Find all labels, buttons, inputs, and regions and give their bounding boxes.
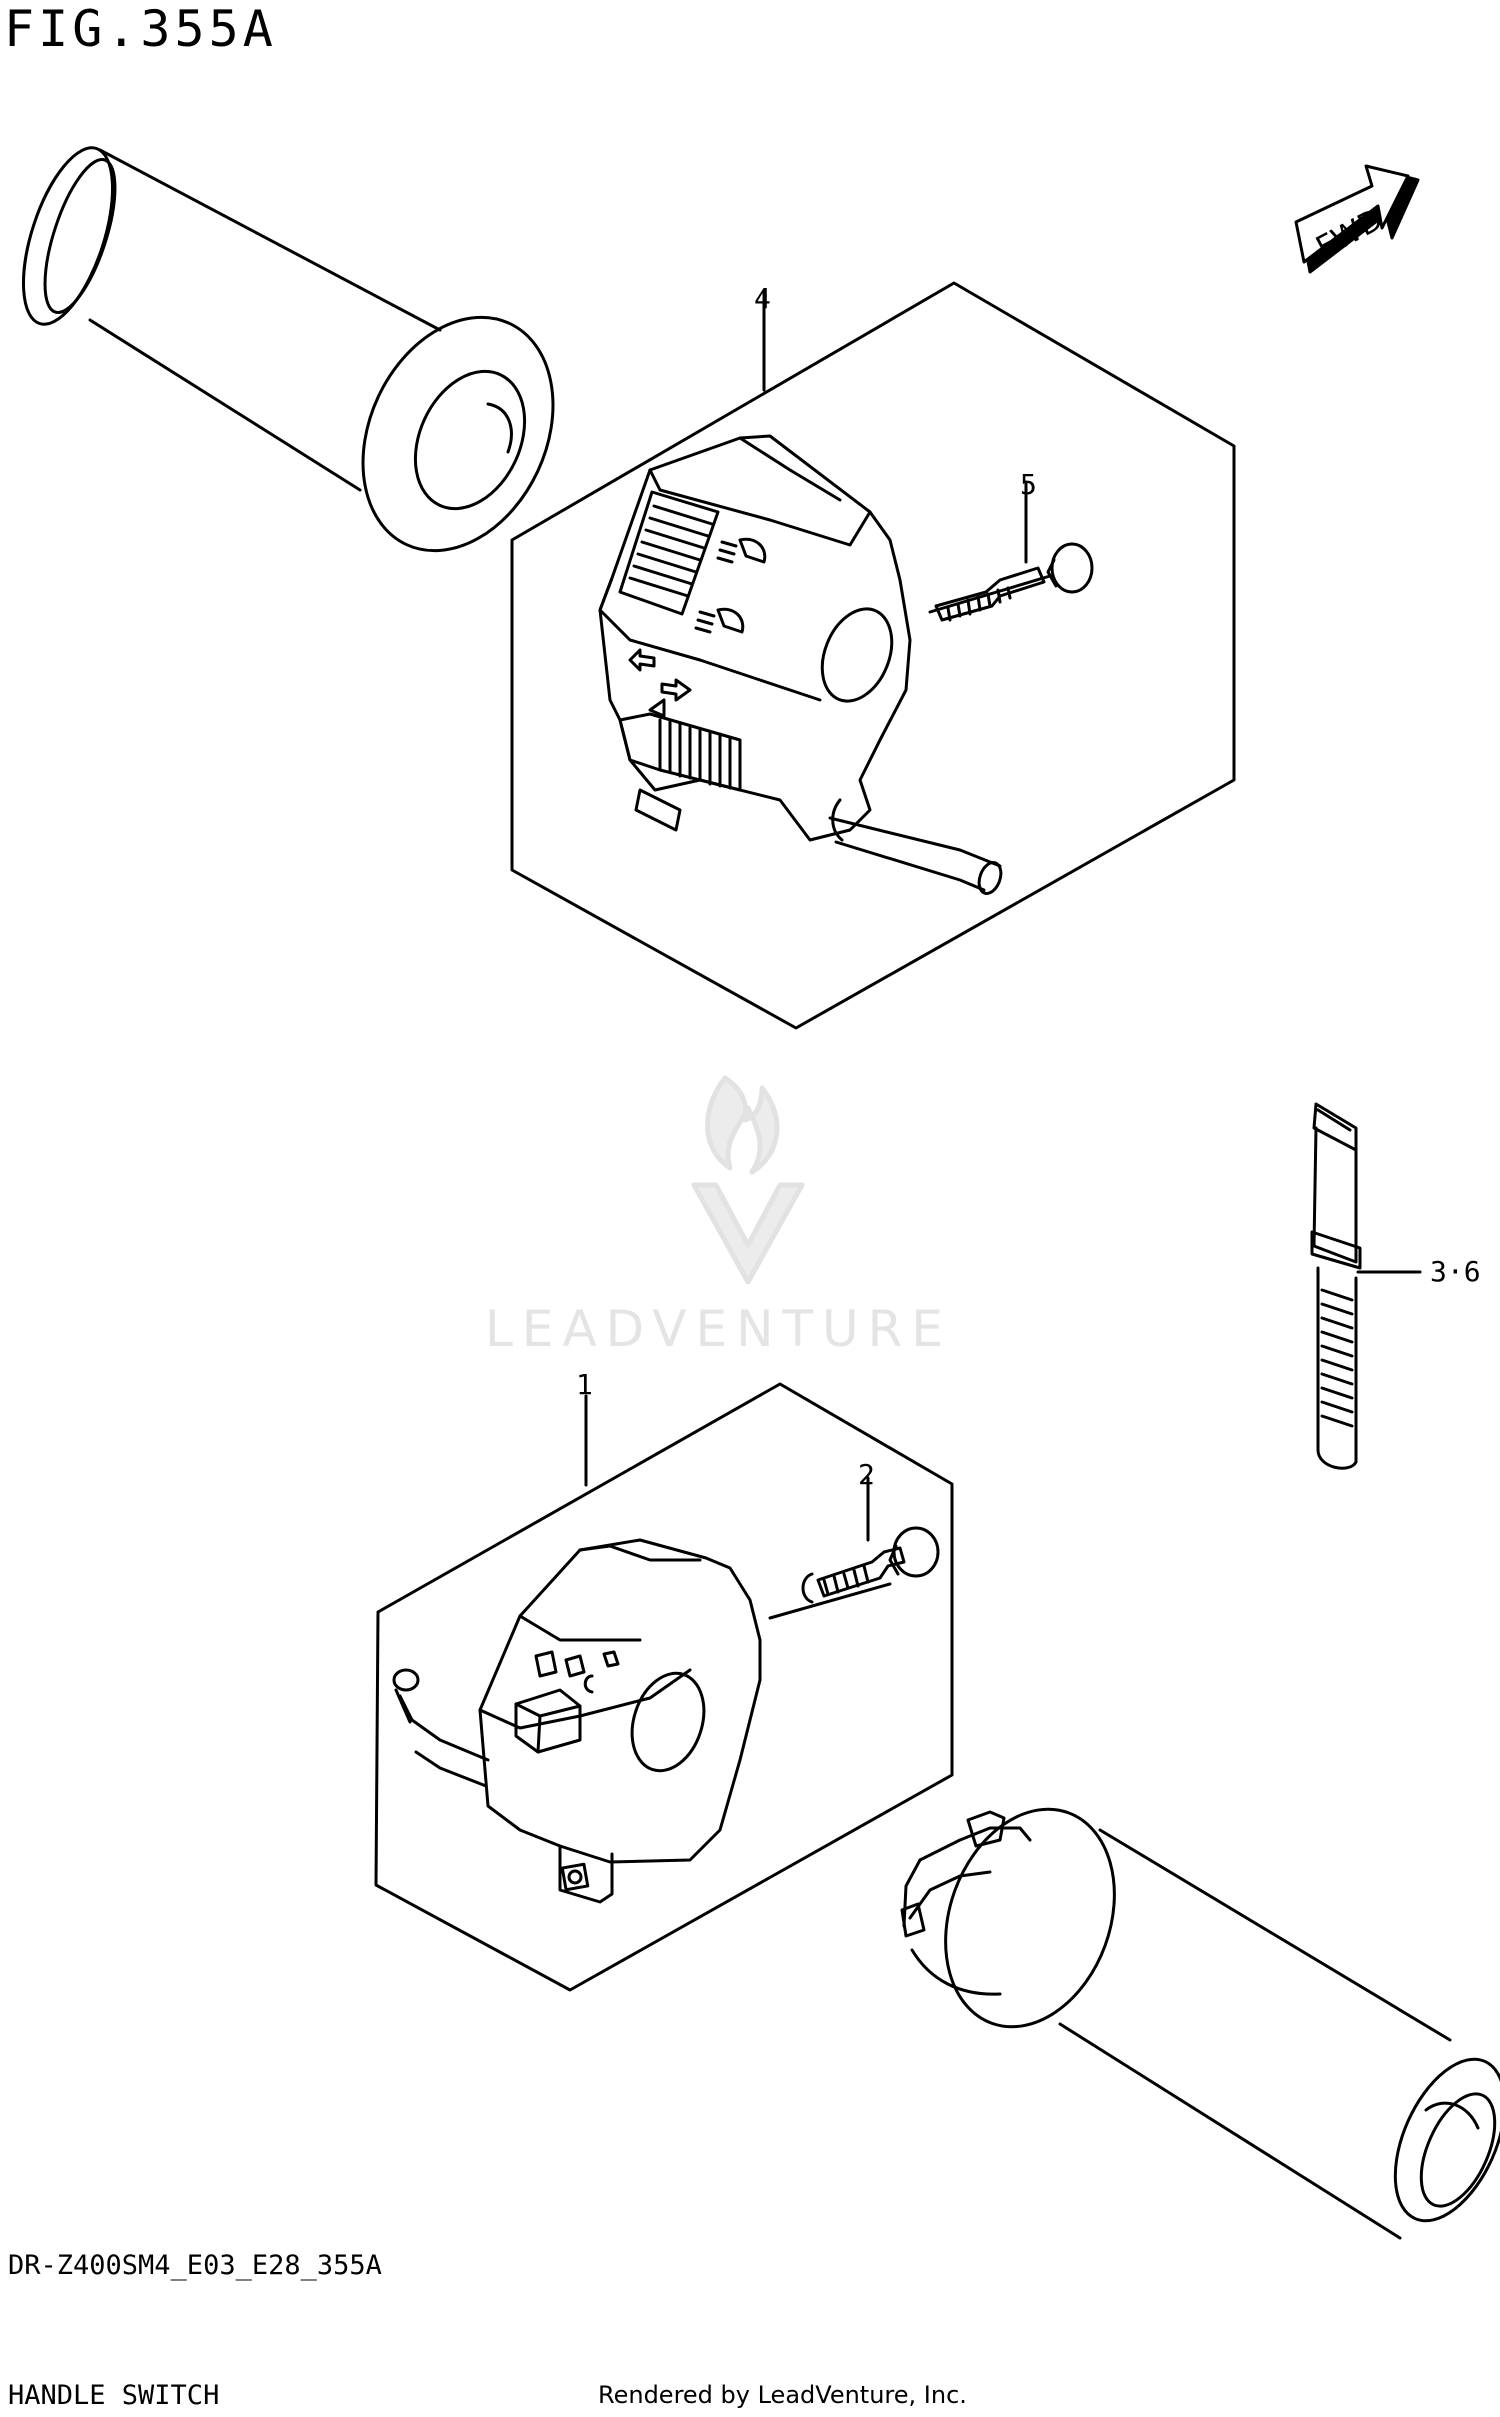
callout-label-1[interactable]: 1	[576, 1368, 593, 1401]
leadventure-flame-logo-icon	[691, 1075, 805, 1285]
callout-label-2[interactable]: 2	[858, 1458, 875, 1491]
part-1-right-handle-switch	[392, 1538, 762, 1904]
left-grip	[21, 146, 555, 553]
right-throttle-grip	[900, 1807, 1500, 2240]
section-name: HANDLE SWITCH	[8, 2380, 220, 2411]
callout-label-5[interactable]: 5	[1020, 468, 1037, 501]
part-1-frame	[374, 1382, 954, 1992]
model-code: DR-Z400SM4_E03_E28_355A	[8, 2250, 382, 2281]
part-4-frame	[510, 281, 1236, 1030]
fwd-arrow-icon: FWD	[1294, 164, 1420, 274]
callout-label-4[interactable]: 4	[754, 282, 771, 315]
rendered-by-credit: Rendered by LeadVenture, Inc.	[598, 2381, 967, 2409]
watermark-text: LEADVENTURE	[485, 1300, 952, 1358]
part-5-screw	[928, 480, 1094, 622]
part-3-6-clamp-band	[1310, 1102, 1422, 1470]
part-2-screw	[768, 1476, 940, 1620]
callout-label-3-6[interactable]: 3·6	[1430, 1255, 1481, 1288]
figure-title: FIG.355A	[4, 0, 277, 58]
part-4-left-handle-switch	[598, 434, 1003, 895]
